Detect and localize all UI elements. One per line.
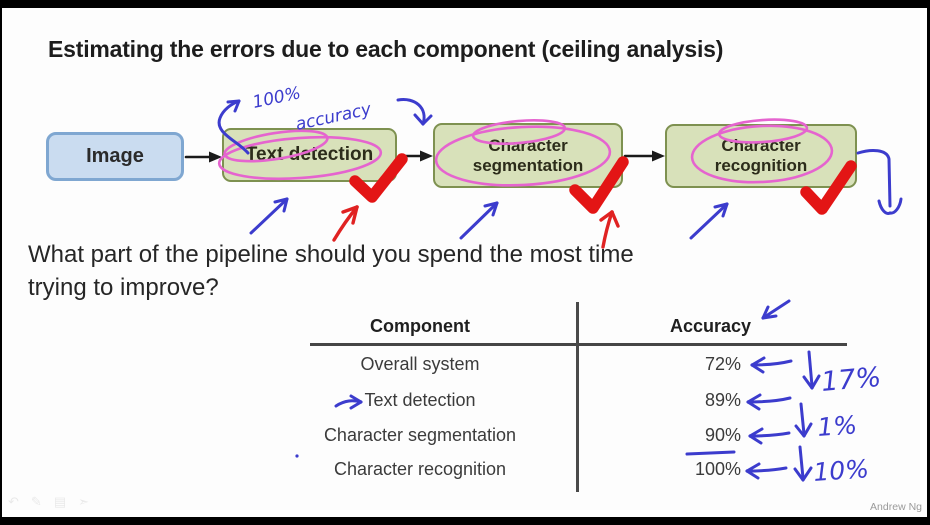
handwritten-delta-10: 10% — [812, 454, 869, 487]
table-row-accuracy: 89% — [704, 390, 741, 410]
table-row-component: Text detection — [364, 390, 476, 410]
table-row-accuracy: 100% — [694, 459, 741, 479]
pipeline-box-image: Image — [46, 132, 184, 181]
question-line-1: What part of the pipeline should you spe… — [28, 241, 634, 268]
question-text: What part of the pipeline should you spe… — [28, 238, 788, 304]
table-header-component: Component — [370, 316, 470, 336]
pipeline-box-text-detection-label: Text detection — [245, 144, 374, 165]
author-watermark: Andrew Ng — [870, 501, 922, 513]
pipeline-box-character-segmentation: Character segmentation — [433, 123, 623, 188]
annotation-toolbar: ↶ ✎ ▤ ➣ — [8, 494, 89, 510]
handwritten-100-percent: 100% — [251, 83, 303, 113]
table-header-accuracy: Accuracy — [669, 316, 752, 336]
handwritten-delta-17: 17% — [820, 362, 882, 398]
pointer-icon[interactable]: ➣ — [78, 494, 90, 509]
shapes-icon[interactable]: ▤ — [53, 494, 67, 509]
table-row-accuracy: 90% — [704, 425, 741, 445]
question-line-2: trying to improve? — [28, 274, 219, 301]
pipeline-box-text-detection: Text detection — [222, 128, 397, 182]
pipeline-box-character-recognition: Character recognition — [665, 124, 857, 188]
table-column-divider — [576, 302, 579, 492]
pipeline-box-character-segmentation-label: Character segmentation — [472, 135, 584, 175]
pen-icon[interactable]: ✎ — [30, 494, 42, 509]
undo-icon[interactable]: ↶ — [8, 494, 19, 509]
table-row-component: Character segmentation — [323, 425, 517, 445]
table-row-accuracy: 72% — [704, 354, 741, 374]
pipeline-box-image-label: Image — [86, 145, 144, 167]
table-row-component: Overall system — [360, 354, 480, 374]
handwritten-delta-1: 1% — [816, 410, 858, 442]
table-row-component: Character recognition — [333, 459, 507, 479]
pipeline-box-character-recognition-label: Character recognition — [714, 136, 808, 175]
page-title: Estimating the errors due to each compon… — [48, 36, 724, 62]
